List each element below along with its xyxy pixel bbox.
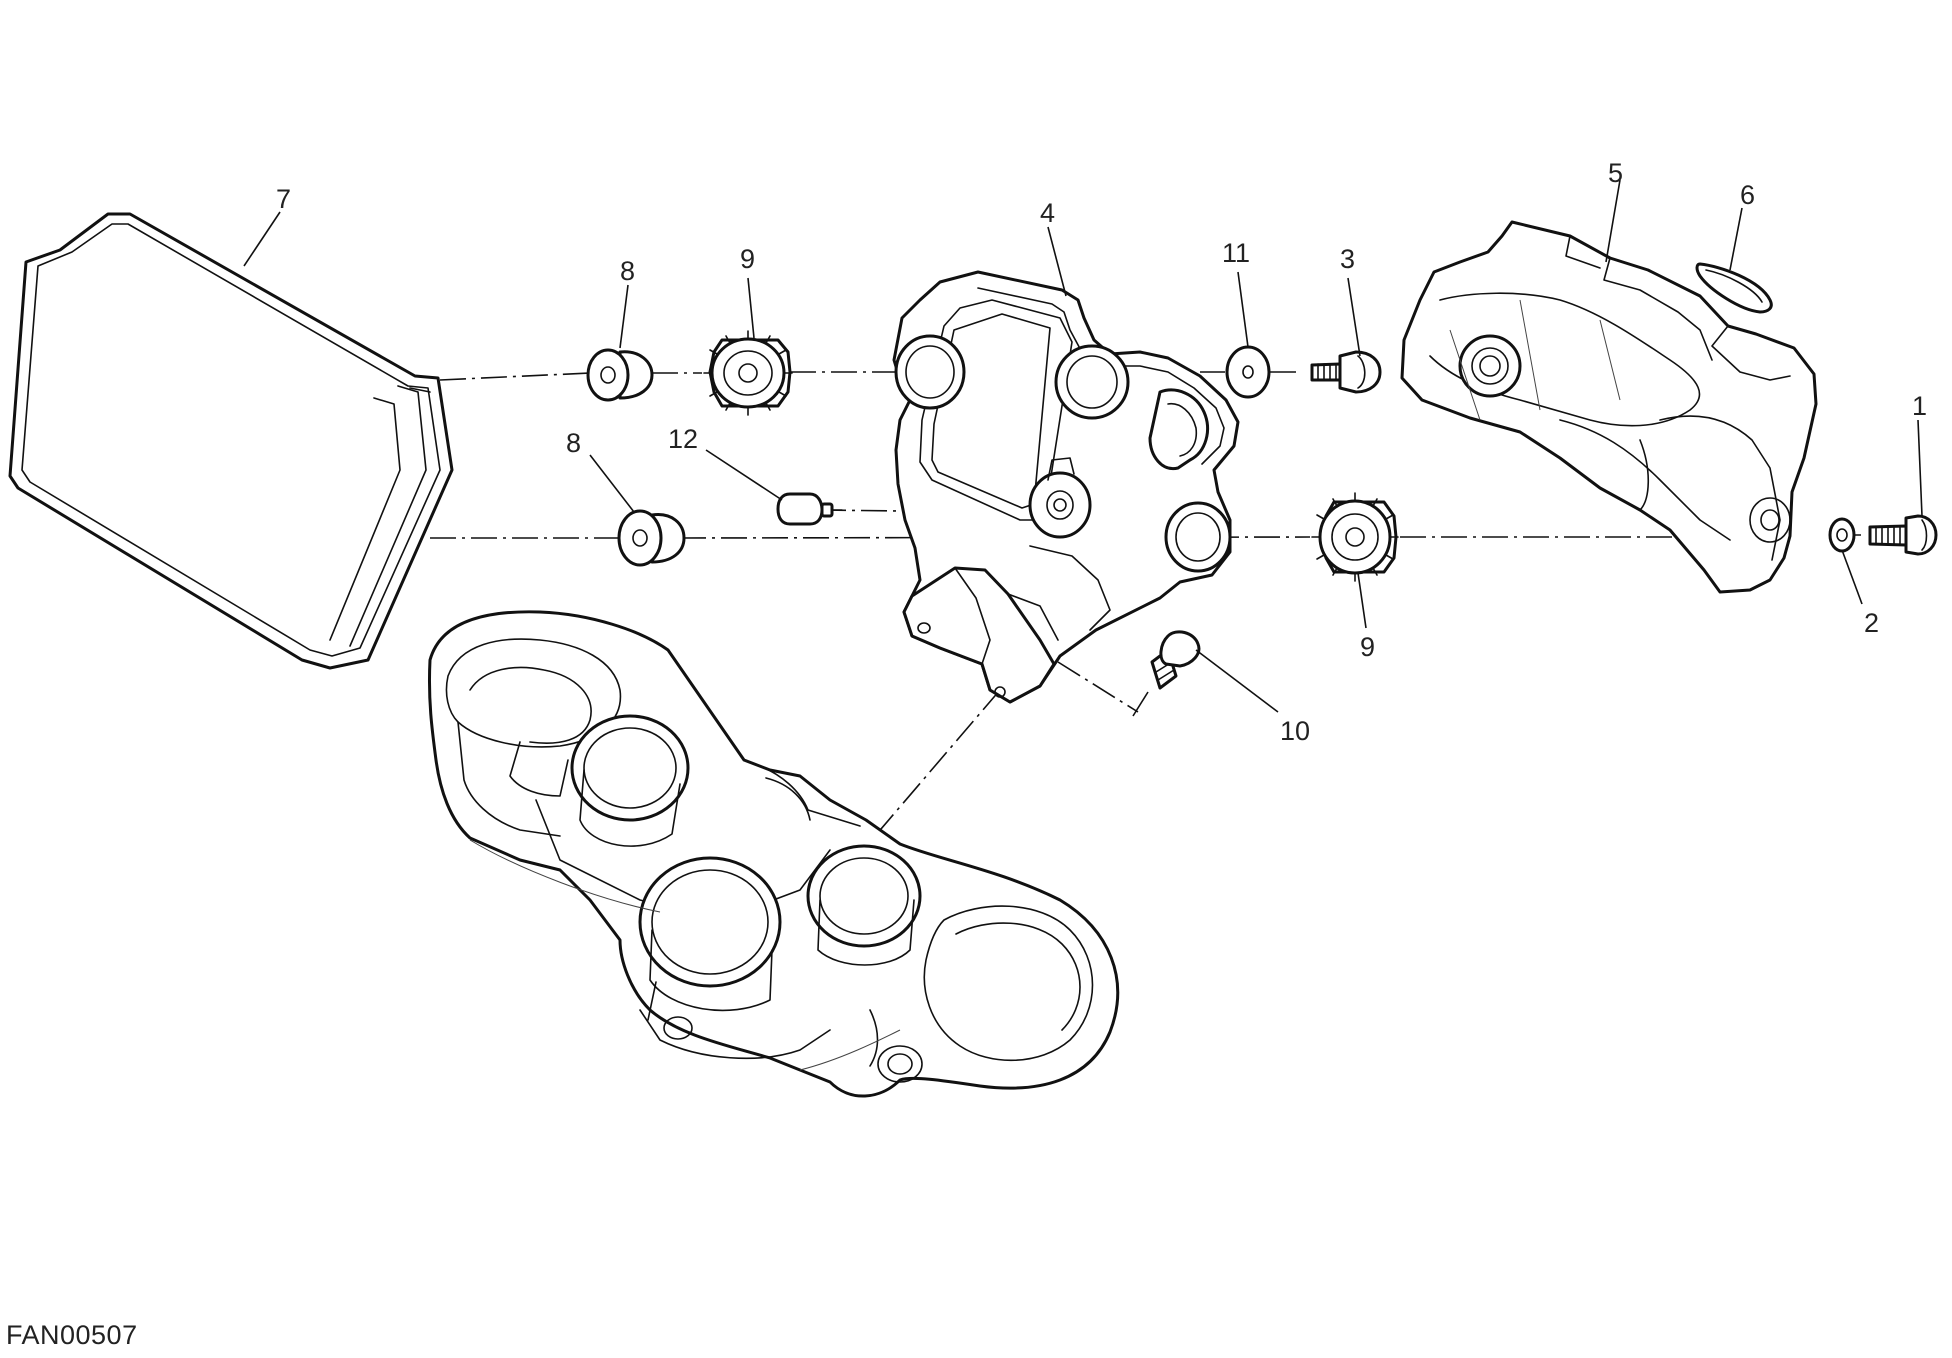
- drawing-code: FAN00507: [6, 1320, 138, 1350]
- triple-clamp: [427, 610, 1120, 1098]
- leader-lines: [243, 179, 1923, 713]
- part-8-lower-grommet: [617, 509, 686, 567]
- callout-5: 5: [1608, 158, 1623, 188]
- callout-8-upper: 8: [620, 256, 635, 286]
- callout-11: 11: [1222, 238, 1250, 268]
- callout-9-lower: 9: [1360, 632, 1375, 662]
- part-6-clip: [1695, 262, 1773, 314]
- part-4-instrument-bracket: [892, 270, 1240, 704]
- part-3-screw: [1310, 350, 1382, 394]
- part-7-display-lens: [8, 212, 454, 670]
- callout-4: 4: [1040, 198, 1055, 228]
- callout-1: 1: [1912, 391, 1927, 421]
- part-5-instrument-cover: [1400, 220, 1818, 594]
- callout-2: 2: [1864, 608, 1879, 638]
- part-9-lower-damper: [1311, 492, 1399, 582]
- part-8-upper-grommet: [586, 348, 654, 402]
- part-9-upper-damper: [703, 330, 793, 416]
- callout-8-lower: 8: [566, 428, 581, 458]
- callout-6: 6: [1740, 180, 1755, 210]
- callout-12: 12: [668, 424, 698, 454]
- callout-9-upper: 9: [740, 244, 755, 274]
- part-10-screw: [1150, 630, 1201, 690]
- part-11-washer: [1225, 345, 1271, 399]
- callout-7: 7: [276, 184, 291, 214]
- callout-10: 10: [1280, 716, 1310, 746]
- part-1-screw: [1868, 514, 1938, 556]
- part-2-washer: [1828, 517, 1856, 553]
- callout-3: 3: [1340, 244, 1355, 274]
- callout-numbers: 1 2 3 4 5 6 7 8 8 9 9 10 11 12: [276, 158, 1927, 746]
- part-12-pin: [776, 492, 843, 526]
